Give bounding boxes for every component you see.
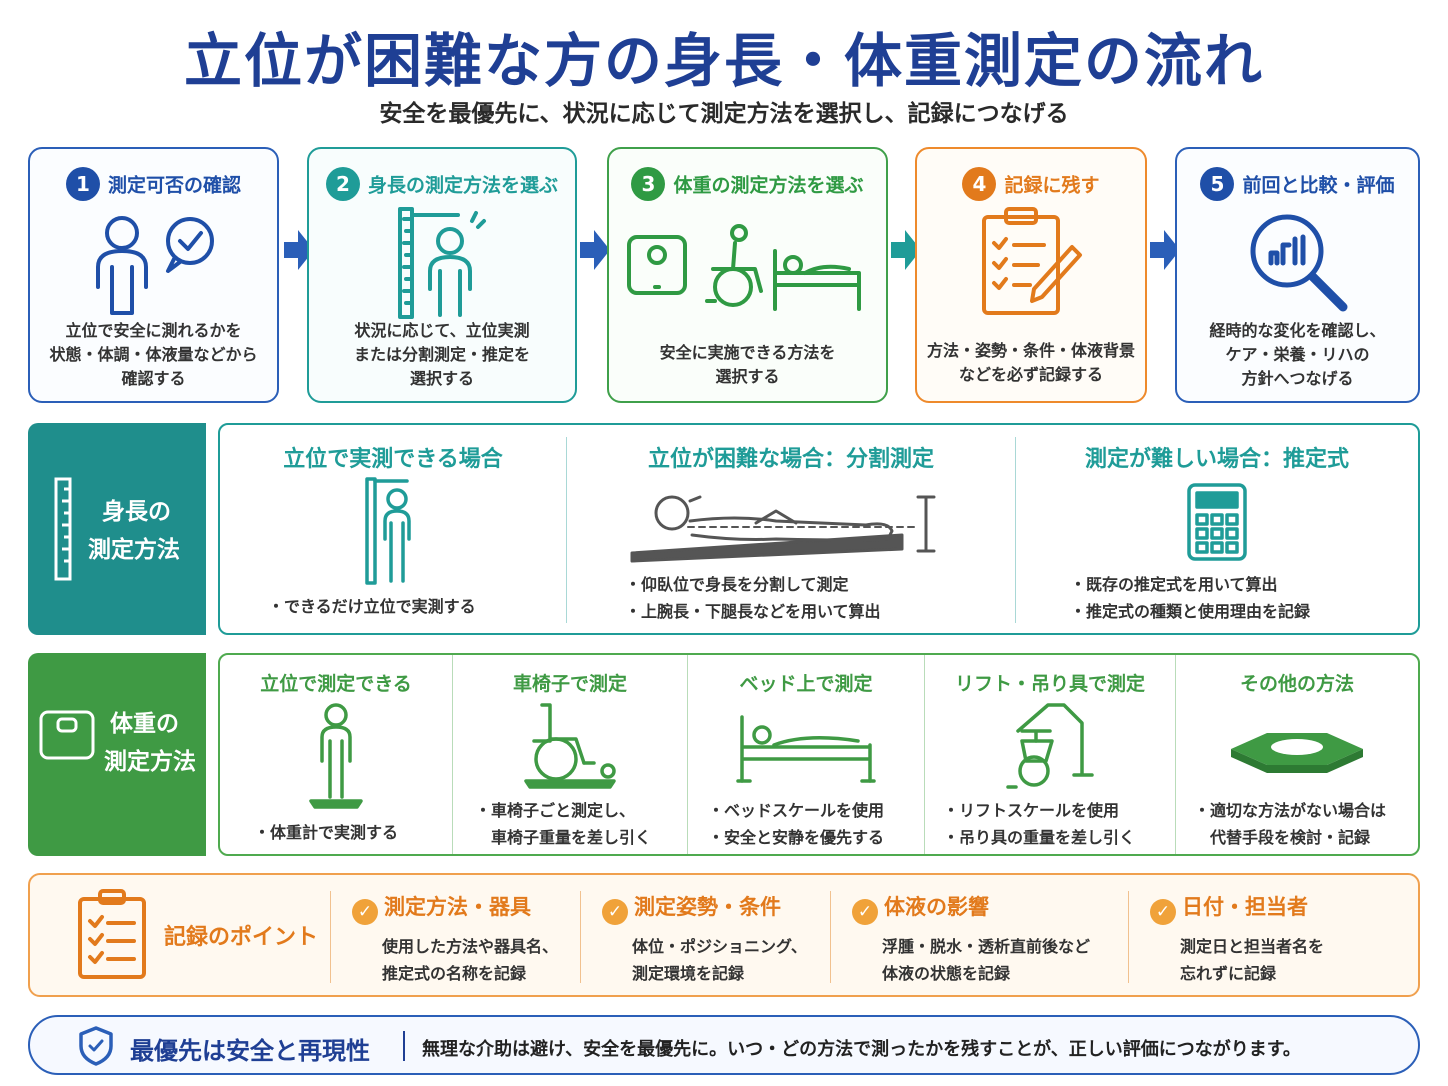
step-desc-line: などを必ず記録する [958,365,1103,384]
height-label-line: 測定方法 [88,537,180,563]
record-points-box: 記録のポイント ✓測定方法・器具 使用した方法や器具名、推定式の名称を記録 ✓測… [28,873,1420,997]
weight-methods-box: 立位で測定できる ・体重計で実測する 車椅子で測定 ・車椅子ごと測定し、 車椅子… [218,653,1420,856]
record-item-fluid: ✓体液の影響 浮腫・脱水・透析直前後など体液の状態を記録 [852,891,1090,987]
calculator-icon [1187,483,1247,561]
step-desc-line: 確認する [121,369,186,388]
scale-icon [39,710,95,760]
page-title: 立位が困難な方の身長・体重測定の流れ [183,27,1264,95]
clipboard-pencil-icon [982,207,1082,315]
step-title-2: 身長の測定方法を選ぶ [367,174,558,197]
step-card-3: 3 体重の測定方法を選ぶ 安全に実施できる方法を 選択する [607,147,888,403]
step-card-4: 4 記録に残す 方法・姿勢・条件・体液背景 などを必ず記録する [915,147,1147,403]
step-card-5: 5 前回と比較・評価 経時的な変化を確認し、 ケア・栄養・リハの 方針へつなげる [1175,147,1420,403]
magnifier-chart-icon [1250,214,1347,312]
bed-scale-icon [736,715,876,783]
supine-measure-icon [630,495,936,563]
weight-section-label: 体重の 測定方法 [28,653,206,856]
safety-text: 無理な介助は避け、安全を最優先に。いつ・どの方法で測ったかを残すことが、正しい評… [422,1039,1301,1060]
flow-arrow-icon [891,230,921,270]
step-desc-line: 立位で安全に測れるかを [65,321,242,340]
person-check-icon [95,216,214,315]
step-number-3: 3 [631,167,666,201]
record-divider [580,891,581,983]
weight-label-line: 体重の [110,711,179,737]
check-icon: ✓ [602,899,628,925]
step-desc-line: 方法・姿勢・条件・体液背景 [926,341,1135,360]
weight-method-wheelchair: 車椅子で測定 ・車椅子ごと測定し、 車椅子重量を差し引く [475,673,652,847]
standing-height-icon [365,477,411,585]
height-measure-icon [398,207,486,319]
step-desc-line: 選択する [715,367,780,386]
step-desc-line: または分割測定・推定を [353,345,530,364]
record-divider [330,891,331,983]
safety-title: 最優先は安全と再現性 [130,1037,370,1065]
shield-icon [79,1026,113,1066]
record-divider [1128,891,1129,983]
step-title-1: 測定可否の確認 [107,174,241,197]
column-divider [452,655,453,854]
step-number-4: 4 [962,167,997,201]
flow-arrow-icon [1150,230,1180,270]
weight-method-standing: 立位で測定できる ・体重計で実測する [254,673,412,842]
check-icon: ✓ [852,899,878,925]
column-divider [1175,655,1176,854]
scale-wheelchair-bed-icon [626,224,861,311]
weight-method-other: その他の方法 ・適切な方法がない場合は 代替手段を検討・記録 [1194,673,1387,847]
step-desc-line: 状況に応じて、立位実測 [354,321,530,340]
step-title-3: 体重の測定方法を選ぶ [673,174,864,197]
record-points-title: 記録のポイント [164,925,319,950]
record-divider [830,891,831,983]
step-card-1: 1 測定可否の確認 立位で安全に測れるかを 状態・体調・体液量などから 確認する [28,147,279,403]
page-subtitle: 安全を最優先に、状況に応じて測定方法を選択し、記録につなげる [379,101,1069,127]
step-desc-line: 状態・体調・体液量などから [49,345,258,364]
check-icon: ✓ [1150,899,1176,925]
step-number-5: 5 [1200,167,1235,201]
record-item-date: ✓日付・担当者 測定日と担当者名を忘れずに記録 [1150,891,1324,987]
record-item-posture: ✓測定姿勢・条件 体位・ポジショニング、測定環境を記録 [602,891,807,987]
wheelchair-scale-icon [524,703,616,789]
height-method-formula: 測定が難しい場合：推定式 ・既存の推定式を用いて算出 ・推定式の種類と使用理由を… [1070,447,1349,621]
ruler-icon [54,477,72,581]
weight-method-lift: リフト・吊り具で測定 ・リフトスケールを使用 ・吊り具の重量を差し引く [943,673,1145,847]
step-card-2: 2 身長の測定方法を選ぶ 状況に応じて、立位実測 または分割測定・推定を 選択する [307,147,577,403]
safety-banner: 最優先は安全と再現性 無理な介助は避け、安全を最優先に。いつ・どの方法で測ったか… [28,1015,1420,1075]
column-divider [687,655,688,854]
step-title-4: 記録に残す [1004,174,1100,197]
step-title-5: 前回と比較・評価 [1242,174,1395,197]
height-method-standing: 立位で実測できる場合 ・できるだけ立位で実測する [268,447,503,616]
lift-scale-icon [1006,703,1094,789]
step-desc-line: ケア・栄養・リハの [1225,345,1370,364]
check-icon: ✓ [352,899,378,925]
step-desc-line: 方針へつなげる [1241,369,1354,388]
height-method-segmented: 立位が困難な場合：分割測定 ・仰臥位で身長を分割して測定 ・上腕長・下腿長などを… [567,425,1015,633]
safety-divider [403,1031,405,1061]
step-number-1: 1 [65,167,100,201]
height-label-line: 身長の [102,499,171,525]
platform-scale-icon [1231,733,1363,773]
record-item-method: ✓測定方法・器具 使用した方法や器具名、推定式の名称を記録 [352,891,558,987]
step-desc-line: 経時的な変化を確認し、 [1209,321,1386,340]
standing-person-scale-icon [309,703,363,809]
column-divider [1015,437,1016,623]
flow-arrow-icon [580,230,610,270]
weight-label-line: 測定方法 [104,749,196,775]
weight-method-bed: ベッド上で測定 ・ベッドスケールを使用 ・安全と安静を優先する [708,673,885,847]
height-section-label: 身長の 測定方法 [28,423,206,635]
column-divider [924,655,925,854]
step-desc-line: 安全に実施できる方法を [659,343,836,362]
height-methods-box: 立位で実測できる場合 ・できるだけ立位で実測する 立位が困難な場合：分割測定 ・… [218,423,1420,635]
step-number-2: 2 [325,167,360,201]
step-desc-line: 選択する [409,369,474,388]
flow-arrow-icon [284,230,314,270]
clipboard-icon [78,889,146,979]
column-divider [566,437,567,623]
